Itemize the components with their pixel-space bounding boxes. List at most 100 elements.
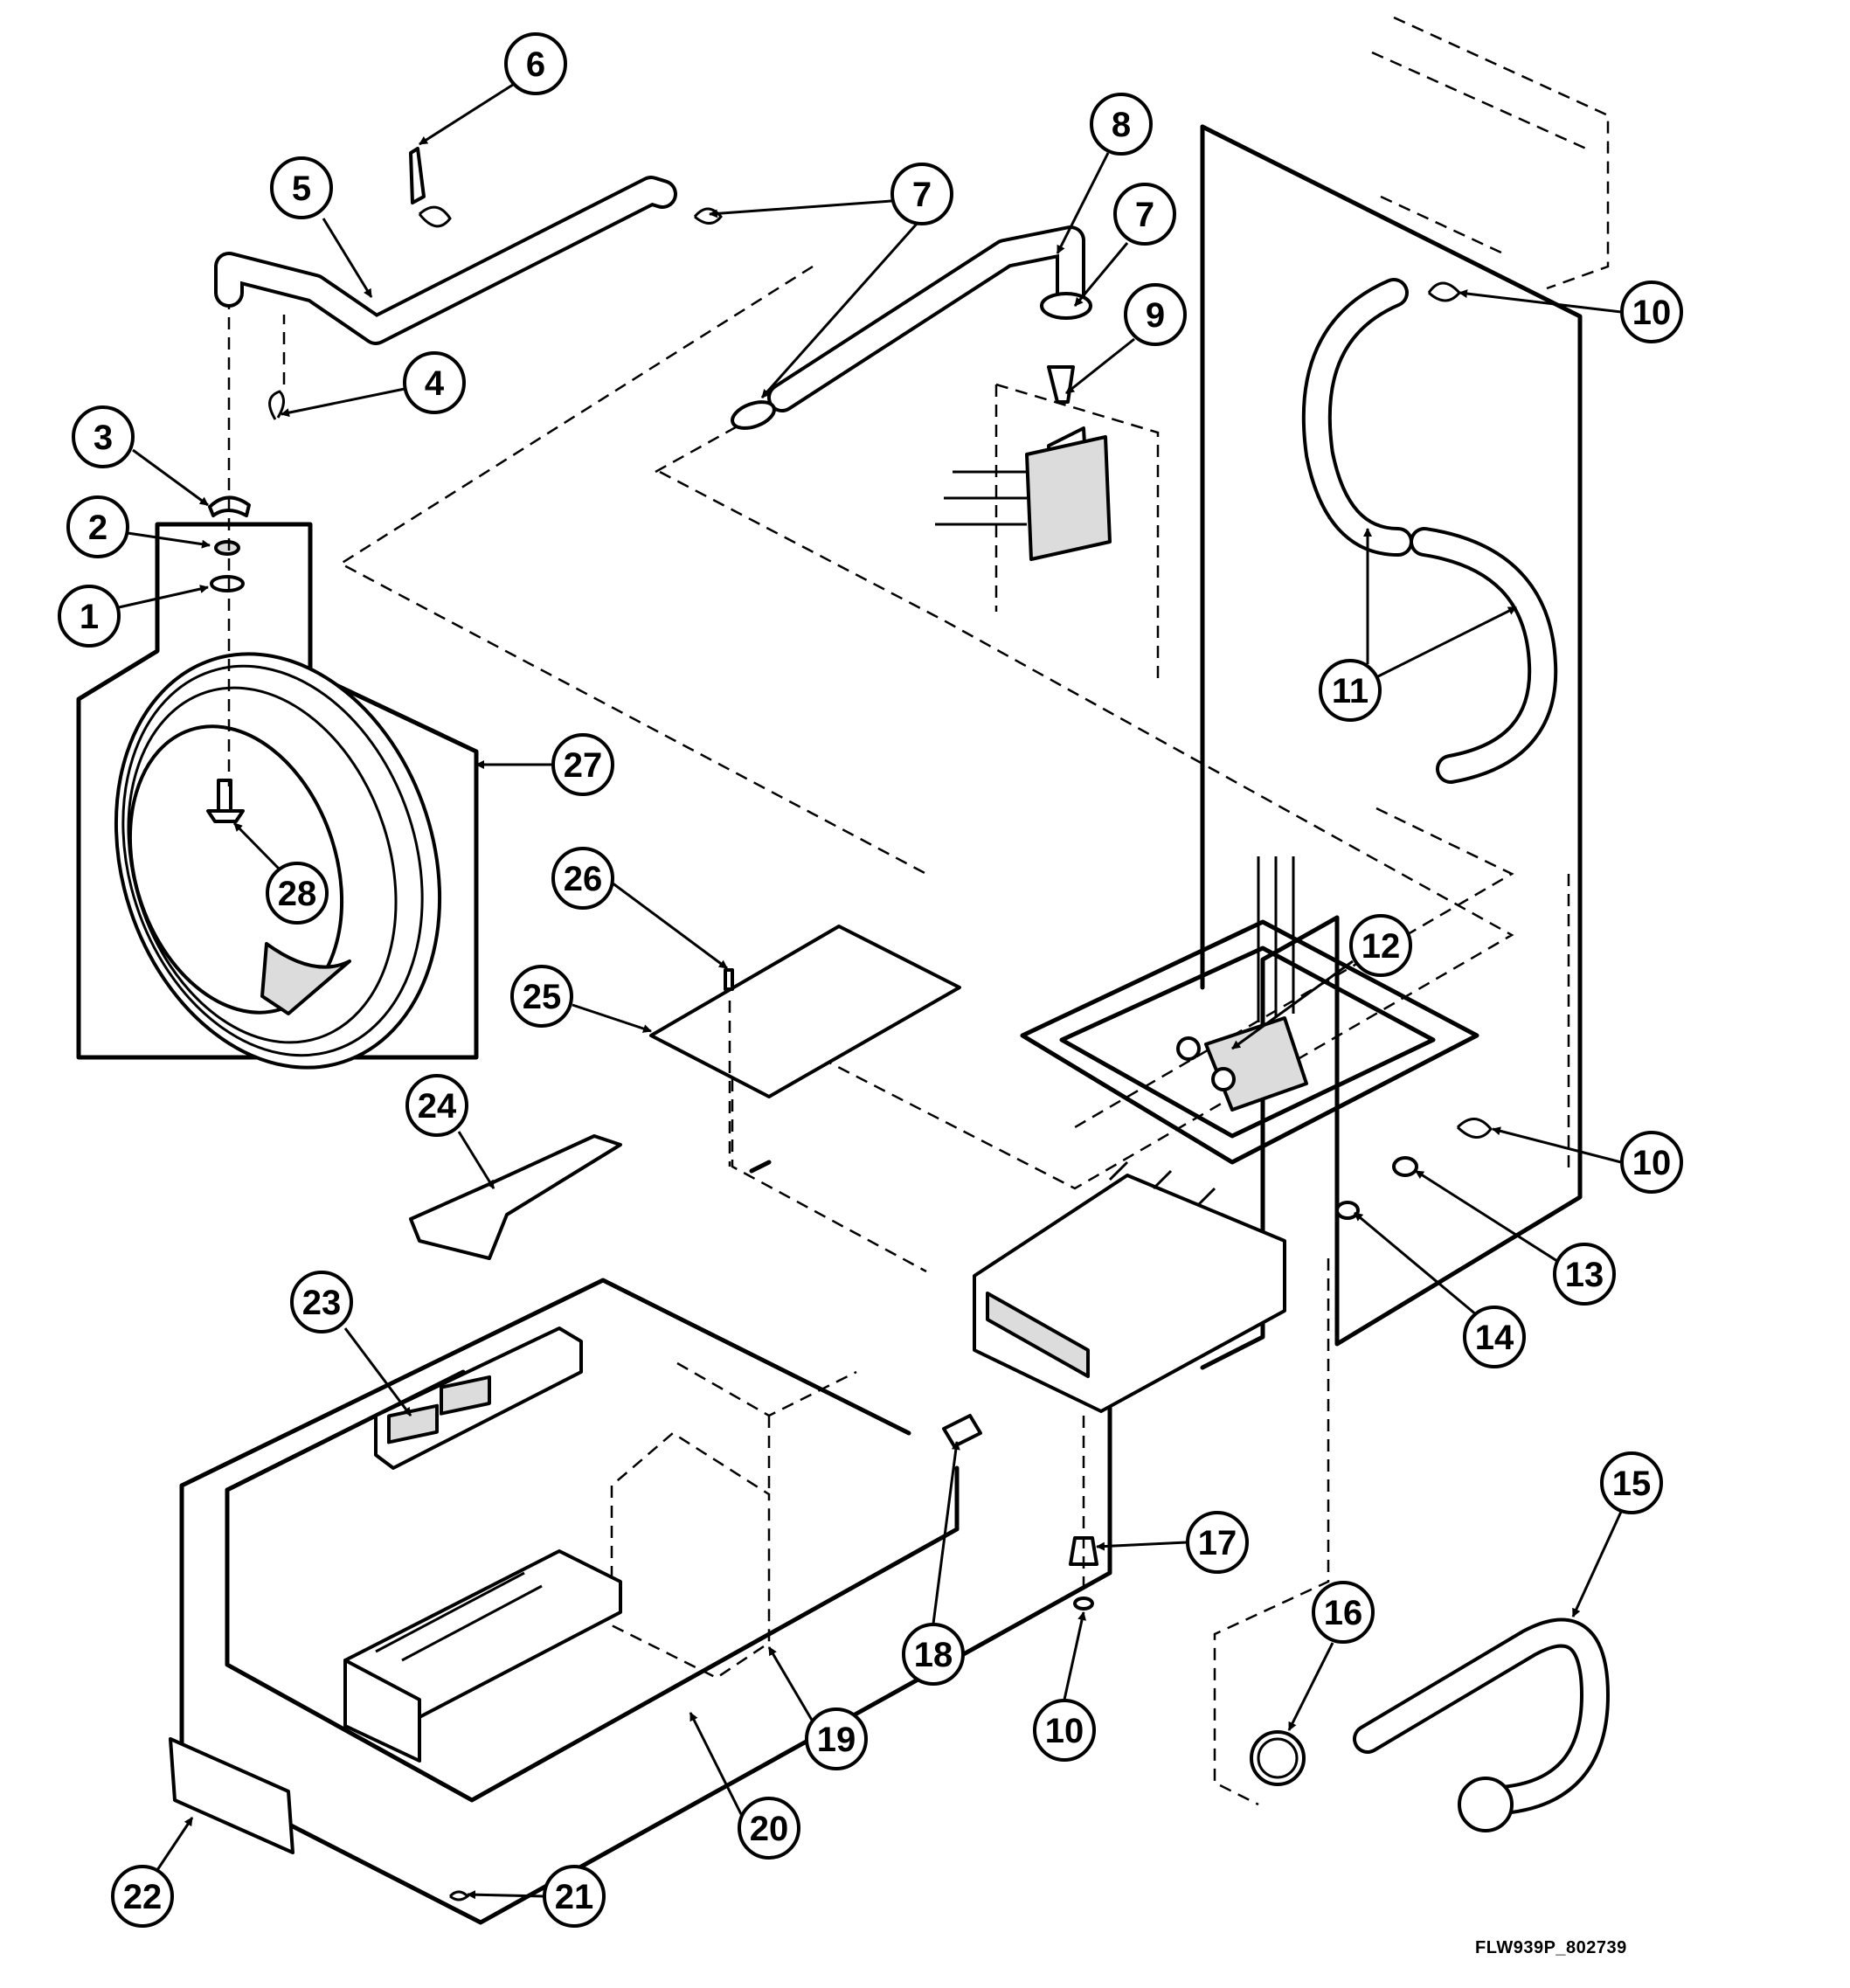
clip-6 [409,147,426,204]
clamp-10-top [1427,281,1461,302]
callout-circle [805,1707,868,1770]
callout-circle [902,1623,965,1686]
callout-24: 24 [405,1074,495,1189]
callout-22: 22 [111,1817,194,1928]
siphon-hose [214,176,677,345]
callout-circle [1186,1511,1249,1574]
callout-circle [738,1797,800,1860]
water-inlet-valve [1176,856,1308,1112]
screw-21 [448,1890,470,1901]
callout-label: 17 [1198,1524,1237,1562]
callout-leader [1287,1642,1334,1731]
callout-1: 1 [58,585,209,648]
rear-housing-outline [1371,16,1610,290]
door-boot-bellows [114,652,442,1070]
callout-label: 4 [425,364,445,403]
callout-circle [290,1271,353,1333]
callout-circle [72,405,135,468]
callout-circle [1600,1451,1663,1514]
callout-18: 18 [902,1441,965,1686]
callout-10: 10 [1459,281,1683,343]
callout-circle [111,1865,174,1928]
callout-label: 9 [1146,296,1165,335]
callout-leader [1375,606,1517,679]
callout-label: 10 [1045,1712,1084,1750]
front-base-panel [179,1396,1112,1925]
callout-leader [709,199,892,218]
callout-leader [689,1712,745,1818]
washer-14 [1335,1201,1360,1220]
callout-label: 14 [1475,1319,1514,1357]
callout-26: 26 [551,847,728,970]
callout-leader [419,81,516,146]
callout-12: 12 [1231,914,1412,1050]
bellows-nozzle [206,779,245,823]
callout-circle [66,495,129,558]
water-valve-bracket [935,365,1160,686]
callout-label: 5 [292,170,311,208]
callout-label: 10 [1632,294,1672,332]
callout-circle [1124,283,1187,346]
callout-label: 21 [555,1878,594,1916]
callout-circle [1553,1243,1616,1306]
callout-9: 9 [1065,283,1187,395]
callout-6: 6 [419,32,567,146]
callout-circle [266,862,329,925]
callout-circle [1033,1699,1096,1762]
clip-4 [268,390,285,420]
callout-circle [543,1865,606,1928]
washer-1 [210,575,245,592]
callout-label: 26 [564,860,603,898]
callout-leader [1063,1611,1086,1701]
front-inner-panel [225,1465,960,1803]
callout-label: 7 [1135,196,1154,234]
callout-10: 10 [1492,1126,1683,1194]
callout-circle [1319,659,1382,722]
callout-circle [1620,281,1683,343]
callout-circle [551,847,614,910]
callout-circle [551,733,614,796]
callout-leader [1492,1126,1622,1164]
callout-14: 14 [1354,1211,1526,1368]
callout-4: 4 [281,351,466,418]
valve-panel-outer [1020,919,1479,1165]
callout-17: 17 [1096,1511,1249,1574]
drain-hose-15 [1353,1617,1610,1832]
diagram-code: FLW939P_802739 [1475,1938,1627,1957]
callout-circle [1463,1306,1526,1368]
callout-leader [118,585,209,609]
callout-label: 20 [750,1810,789,1848]
callout-20: 20 [689,1712,800,1860]
callout-leader [760,222,919,398]
callout-19: 19 [767,1646,868,1770]
callout-leader [1459,289,1622,314]
callout-circle [403,351,466,414]
callout-leader [1065,337,1135,395]
clamp-10-mid [1456,1118,1493,1139]
callout-13: 13 [1415,1169,1616,1306]
callout-7: 7 [1073,183,1176,307]
front-base-panel-top [179,1278,911,1488]
callout-leader [572,1003,652,1033]
callout-leader [281,387,405,418]
callout-label: 13 [1565,1256,1604,1294]
callout-leader [156,1817,194,1871]
clamp-6-ring [418,205,452,228]
callout-circle [890,163,953,225]
callout-leader [457,1131,495,1189]
callout-circle [58,585,121,648]
callout-leader [611,881,728,970]
callout-label: 28 [278,875,317,913]
callout-label: 8 [1112,106,1131,144]
callout-leader [1096,1541,1188,1551]
callout-label: 27 [564,746,603,785]
callout-5: 5 [270,156,373,298]
hose-clamp-16 [1250,1730,1306,1786]
dashed-frame-upper [338,265,927,876]
callout-leader [932,1441,960,1624]
callout-label: 19 [817,1721,856,1759]
callout-25: 25 [510,965,652,1033]
screw-26 [724,968,734,991]
callout-11: 11 [1319,528,1517,722]
